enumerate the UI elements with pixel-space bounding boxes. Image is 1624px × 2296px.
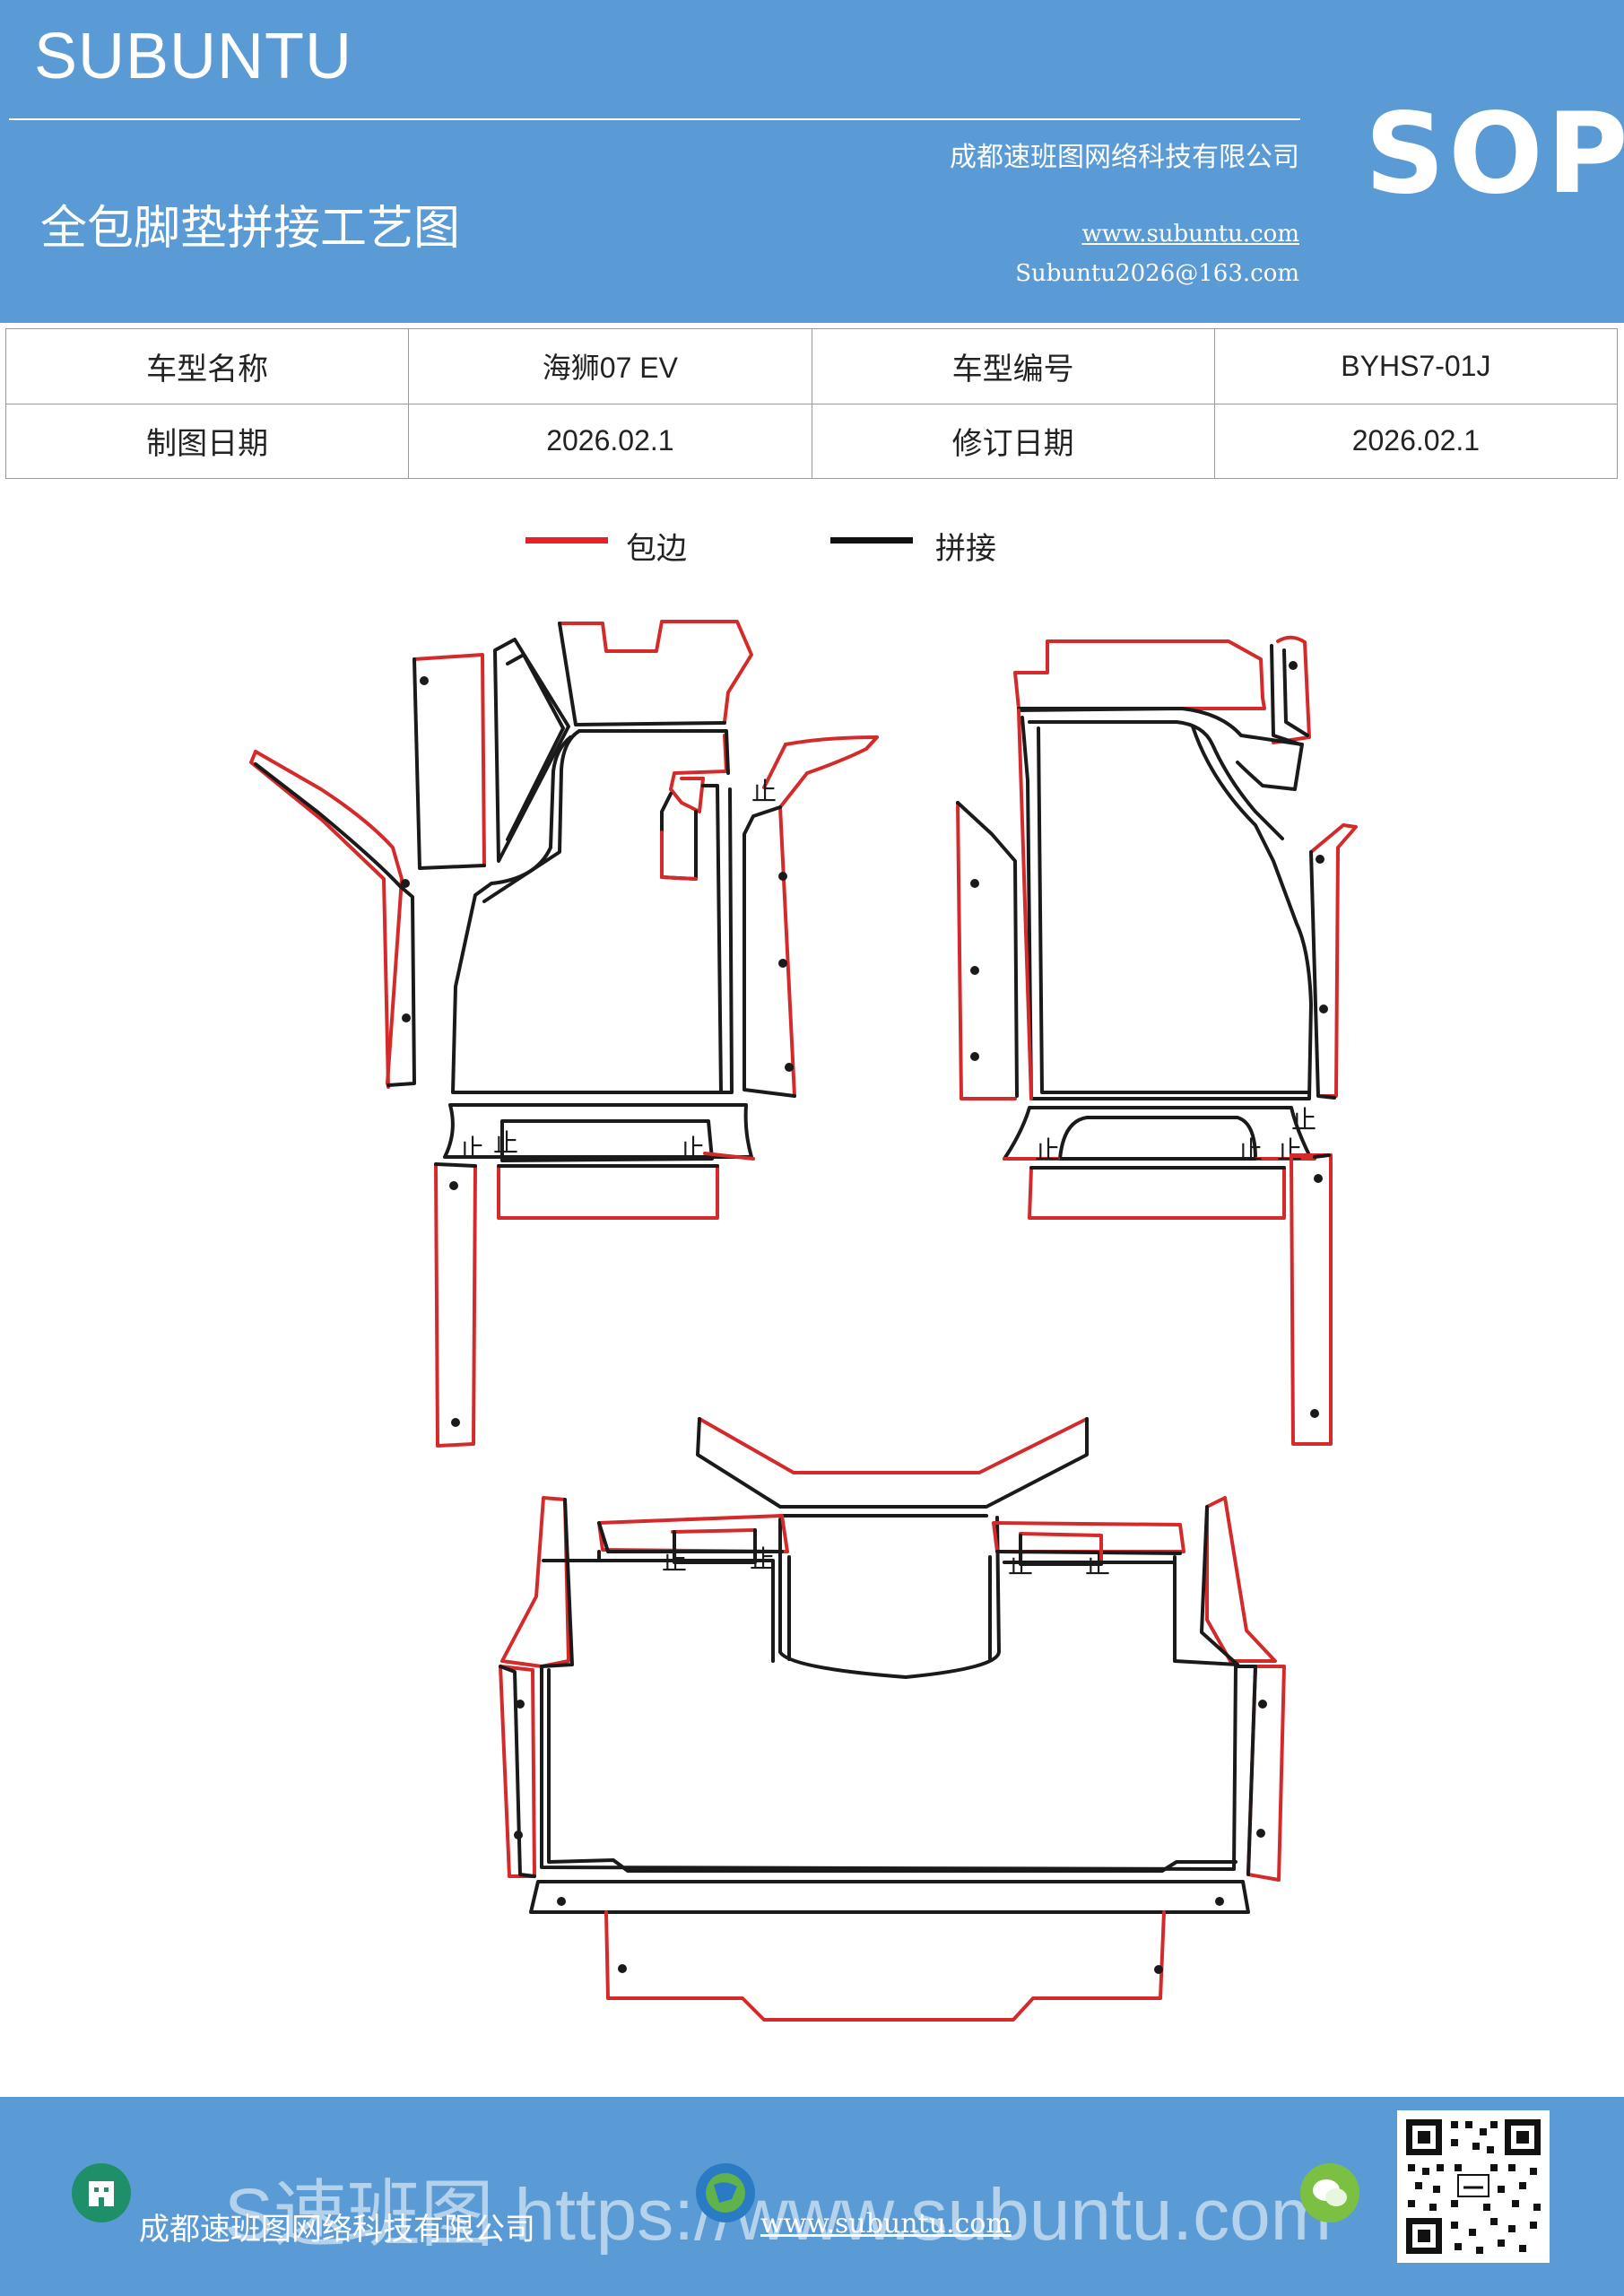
- mat-piece-lower-strip-right: [1290, 1153, 1333, 1446]
- mat-piece-left-side: [249, 750, 416, 1089]
- table-cell: 修订日期: [811, 403, 1215, 479]
- mat-piece-rear-tunnel-top: [696, 1417, 1089, 1518]
- svg-text:止: 止: [1085, 1550, 1110, 1579]
- legend-label-seam: 拼接: [935, 531, 996, 567]
- mat-piece-passenger-main: [1017, 707, 1313, 1100]
- svg-text:止: 止: [751, 777, 777, 806]
- mat-piece-pillar-middle: [493, 638, 570, 863]
- svg-text:止: 止: [1238, 1135, 1263, 1165]
- mat-piece-rear-bottom: [529, 1880, 1250, 2022]
- mat-piece-passenger-top: [1013, 639, 1266, 710]
- header-website-link[interactable]: www.subuntu.com: [1081, 221, 1300, 248]
- wechat-glyph-icon: [1313, 2179, 1347, 2206]
- table-cell: 车型名称: [4, 328, 410, 404]
- mat-piece-lower-strip-left: [434, 1162, 477, 1448]
- front-left-mat-group: 止 止 止 止: [249, 620, 879, 1448]
- mat-piece-heel-bar-right: 止 止 止 止: [1003, 1105, 1316, 1220]
- sop-badge: SOP: [1365, 90, 1624, 219]
- mat-piece-heel-bar-left: 止 止 止: [443, 1103, 755, 1220]
- table-cell: 2026.02.1: [408, 403, 812, 479]
- footer-watermark: S速班图 https://www.subuntu.com: [224, 2174, 1333, 2256]
- header-email: Subuntu2026@163.com: [1015, 260, 1299, 287]
- brand-name: SUBUNTU: [34, 21, 353, 92]
- mat-piece-door-left: [743, 735, 879, 1098]
- svg-text:止: 止: [1291, 1105, 1316, 1135]
- table-cell: 车型编号: [811, 328, 1215, 404]
- footer-website-link[interactable]: www.subuntu.com: [760, 2208, 1012, 2239]
- header-divider: [9, 118, 1300, 120]
- svg-text:止: 止: [1008, 1550, 1033, 1579]
- legend-label-edge: 包边: [626, 531, 687, 567]
- svg-text:止: 止: [1277, 1135, 1302, 1165]
- building-glyph-icon: [89, 2181, 114, 2206]
- mat-piece-pillar-right: [1270, 635, 1311, 746]
- globe-icon: [696, 2163, 755, 2222]
- svg-text:止: 止: [459, 1134, 484, 1163]
- mat-piece-rear-right-upper: 止 止: [992, 1521, 1185, 1579]
- page-header: SUBUNTU 全包脚垫拼接工艺图 成都速班图网络科技有限公司 www.subu…: [0, 0, 1624, 323]
- mat-piece-rear-center-hump: [778, 1516, 1001, 1679]
- mat-piece-rear-left-arch: [500, 1496, 574, 1668]
- vehicle-info-table: 车型名称 海狮07 EV 车型编号 BYHS7-01J 制图日期 2026.02…: [4, 328, 1619, 479]
- mat-piece-door-right-b: [1309, 823, 1358, 1100]
- header-company: 成都速班图网络科技有限公司: [950, 142, 1299, 173]
- qr-code-graphic: [1406, 2119, 1541, 2254]
- rear-mat-group: 止 止 止 止: [499, 1417, 1286, 2022]
- table-cell: BYHS7-01J: [1213, 328, 1619, 404]
- table-row: 车型名称 海狮07 EV 车型编号 BYHS7-01J: [4, 328, 1619, 404]
- table-cell: 制图日期: [4, 403, 410, 479]
- globe-glyph-icon: [706, 2173, 745, 2213]
- svg-text:止: 止: [493, 1128, 518, 1158]
- svg-text:止: 止: [680, 1134, 705, 1163]
- footer-company: 成都速班图网络科技有限公司: [139, 2212, 535, 2248]
- mat-piece-rear-right-arch: [1200, 1496, 1277, 1666]
- table-cell: 2026.02.1: [1213, 403, 1619, 479]
- page-footer: S速班图 https://www.subuntu.com 成都速班图网络科技有限…: [0, 2097, 1624, 2296]
- mat-piece-driver-main: [451, 620, 753, 1094]
- document-title: 全包脚垫拼接工艺图: [40, 202, 461, 256]
- table-row: 制图日期 2026.02.1 修订日期 2026.02.1: [4, 403, 1619, 479]
- wechat-icon: [1300, 2163, 1359, 2222]
- svg-text:止: 止: [1035, 1135, 1060, 1165]
- mat-piece-rear-main: [499, 1550, 1286, 1882]
- mat-piece-rear-left-upper: 止 止: [597, 1514, 789, 1576]
- legend-swatch-edge: [525, 537, 608, 544]
- mat-piece-pillar-left: [413, 653, 486, 870]
- table-cell: 海狮07 EV: [408, 328, 812, 404]
- qr-code: [1397, 2110, 1550, 2263]
- mat-piece-door-right-a: [956, 801, 1019, 1100]
- front-right-mat-group: 止 止 止 止: [956, 635, 1358, 1446]
- building-icon: [72, 2163, 131, 2222]
- legend-swatch-seam: [830, 537, 913, 544]
